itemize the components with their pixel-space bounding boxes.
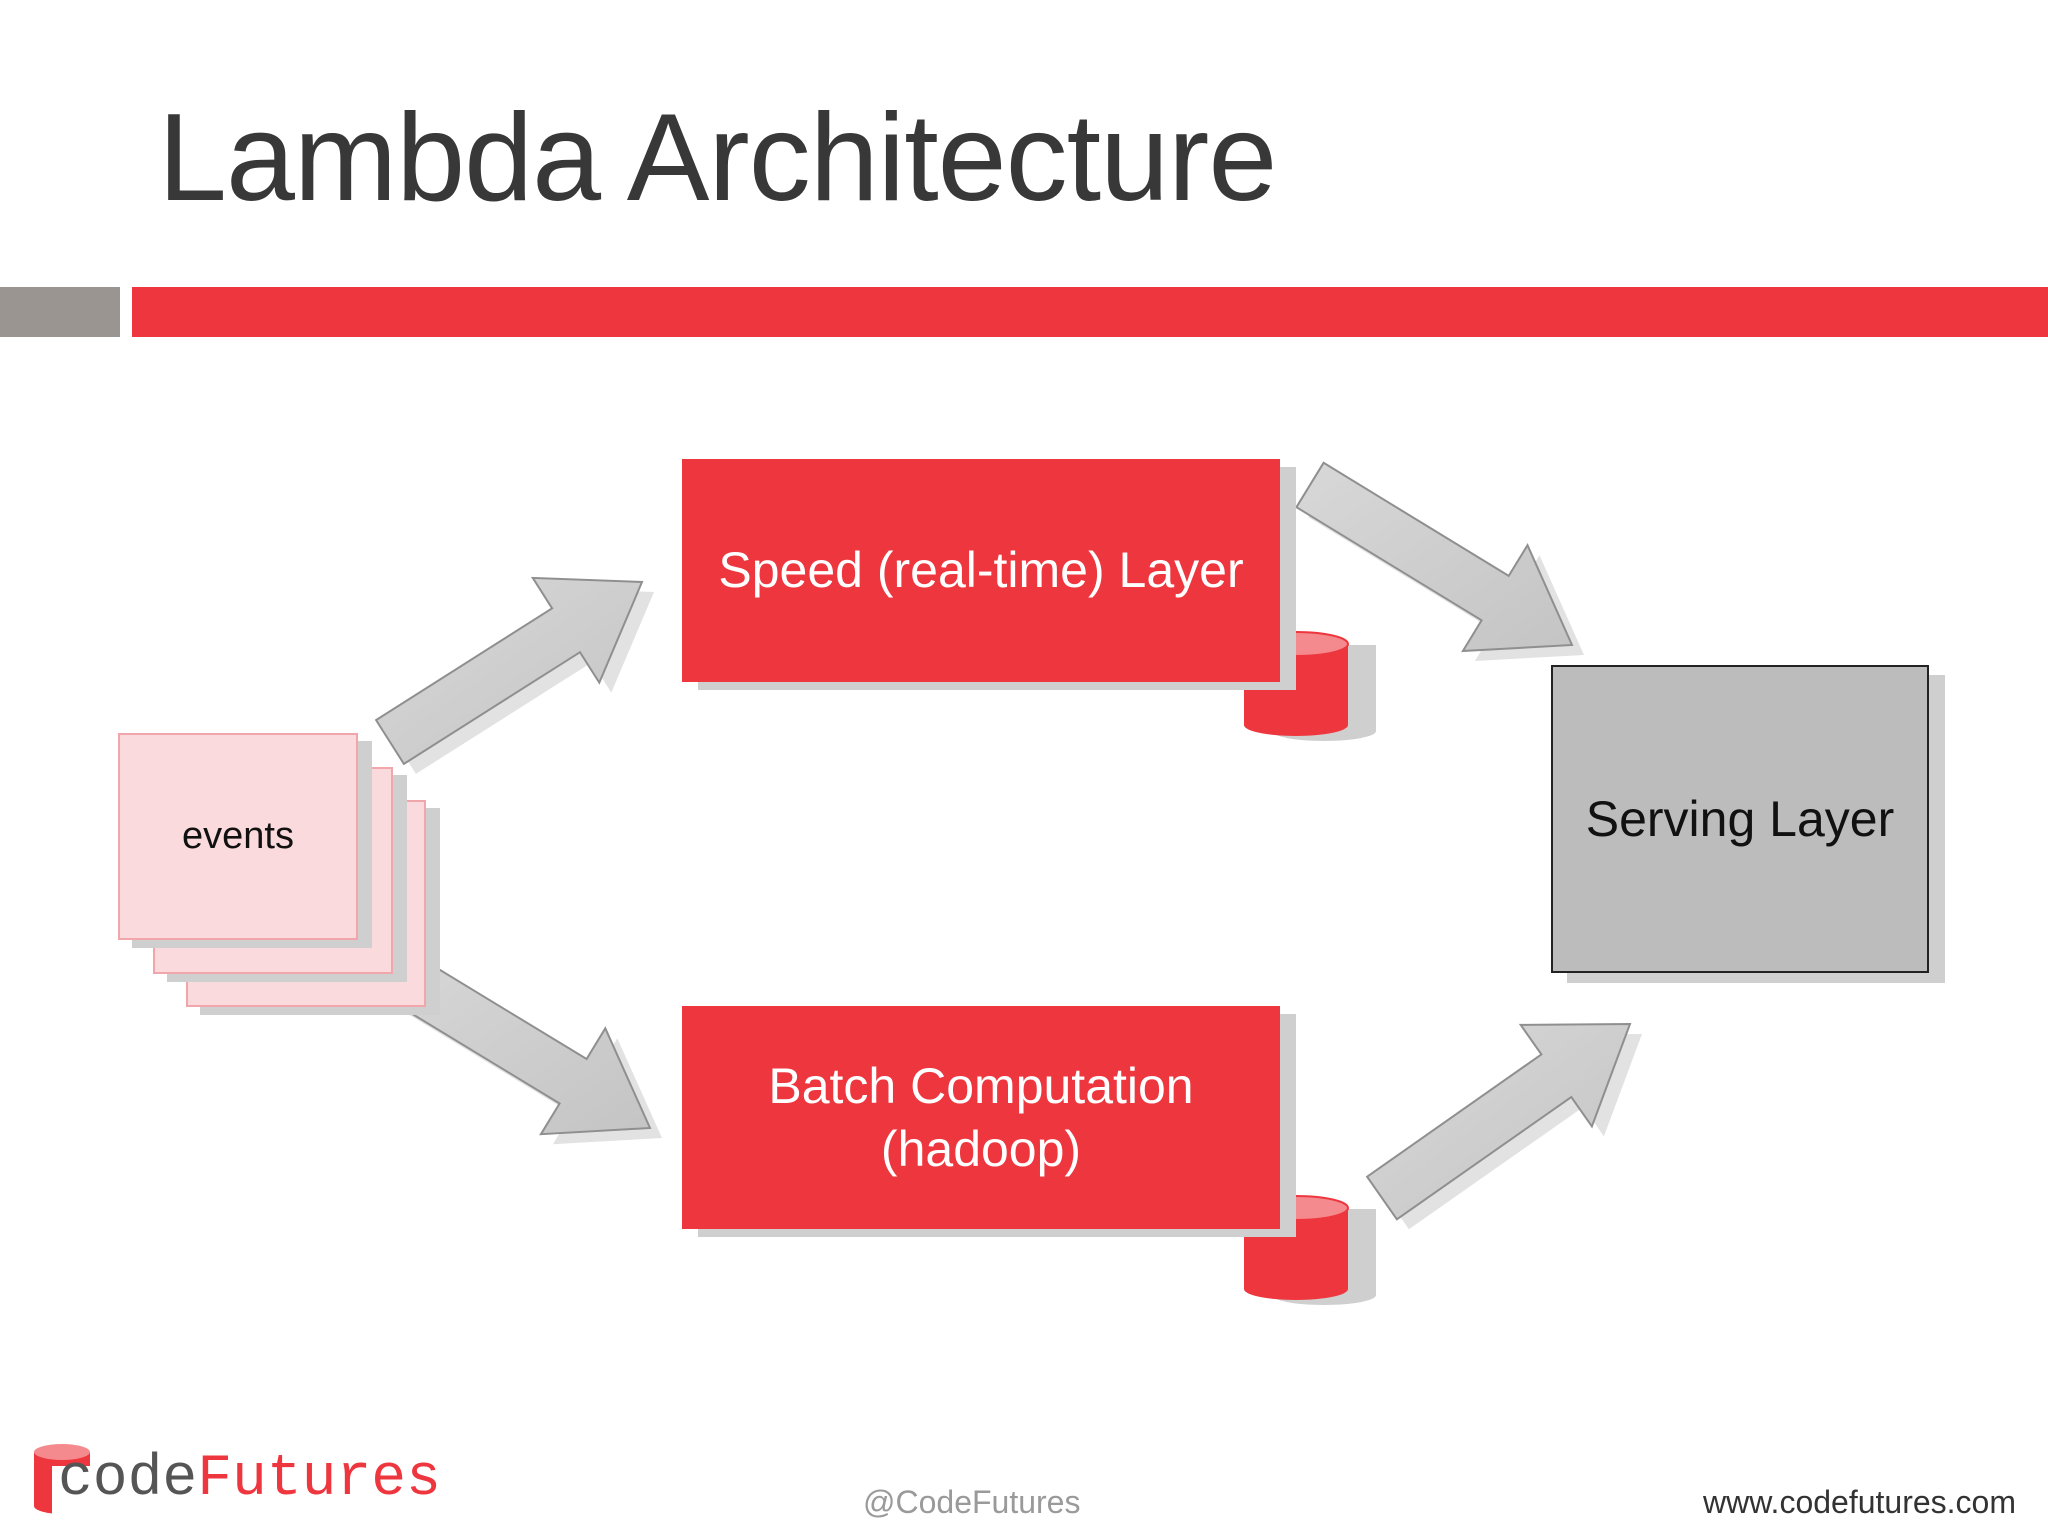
batch-datastore-cylinder: [1243, 1195, 1376, 1305]
events-card: events: [118, 733, 358, 940]
batch-computation-box: Batch Computation (hadoop): [682, 1006, 1280, 1229]
batch-label-line2: (hadoop): [880, 1120, 1082, 1177]
arrow-events-to-speed-body: [374, 576, 644, 766]
arrow-batch-to-serving: [1365, 1022, 1642, 1230]
speed-layer-label: Speed (real-time) Layer: [718, 542, 1244, 599]
logo-cylinder-icon: [34, 1444, 98, 1520]
arrow-events-to-speed: [374, 576, 654, 774]
header-bar-red: [132, 287, 2048, 337]
arrow-speed-to-serving-body: [1295, 461, 1574, 653]
footer-url: www.codefutures.com: [1702, 1484, 2016, 1520]
speed-layer-box: Speed (real-time) Layer: [682, 459, 1280, 682]
footer-handle: @CodeFutures: [863, 1484, 1081, 1520]
batch-label-line1: Batch Computation: [768, 1058, 1194, 1114]
header-bar-gray: [0, 287, 120, 337]
logo-code-text: code: [58, 1447, 198, 1512]
events-label: events: [182, 815, 294, 857]
arrow-events-to-batch-body: [375, 946, 652, 1136]
logo-futures-text: Futures: [197, 1447, 441, 1512]
arrow-batch-to-serving-body: [1365, 1022, 1632, 1221]
serving-layer-box: Serving Layer: [1551, 665, 1929, 973]
serving-layer-label: Serving Layer: [1585, 791, 1895, 847]
codefutures-logo: codeFutures: [28, 1440, 488, 1520]
slide-title: Lambda Architecture: [158, 89, 1277, 227]
arrow-events-to-batch: [375, 946, 662, 1145]
arrow-speed-to-serving: [1295, 461, 1584, 661]
